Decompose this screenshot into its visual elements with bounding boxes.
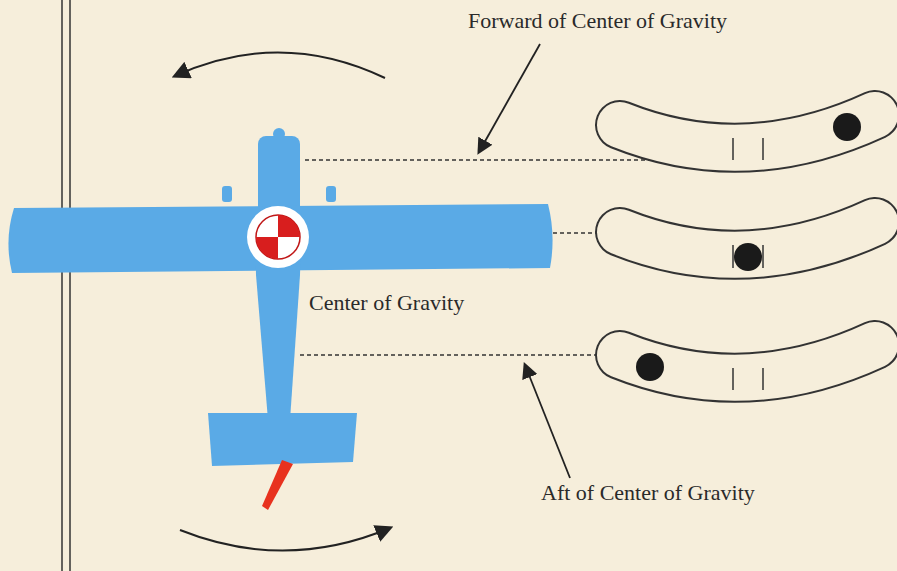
level-tube [620,113,875,160]
leader-line [525,365,570,478]
border-line [69,0,71,571]
level-tube [620,345,875,390]
airplane [8,128,552,466]
callout-label: Center of Gravity [306,290,467,315]
reference-line [553,232,597,234]
reference-line [305,159,668,161]
callout-label: Aft of Center of Gravity [538,480,758,505]
border-line [61,0,63,571]
center-of-gravity-symbol [247,206,309,268]
rotation-arrow [180,528,390,551]
callout-label: Forward of Center of Gravity [465,8,730,33]
rudder [262,460,293,510]
reference-line [300,354,597,356]
level-tube [620,222,875,271]
leader-line [479,44,540,152]
rotation-arrow [175,52,385,78]
